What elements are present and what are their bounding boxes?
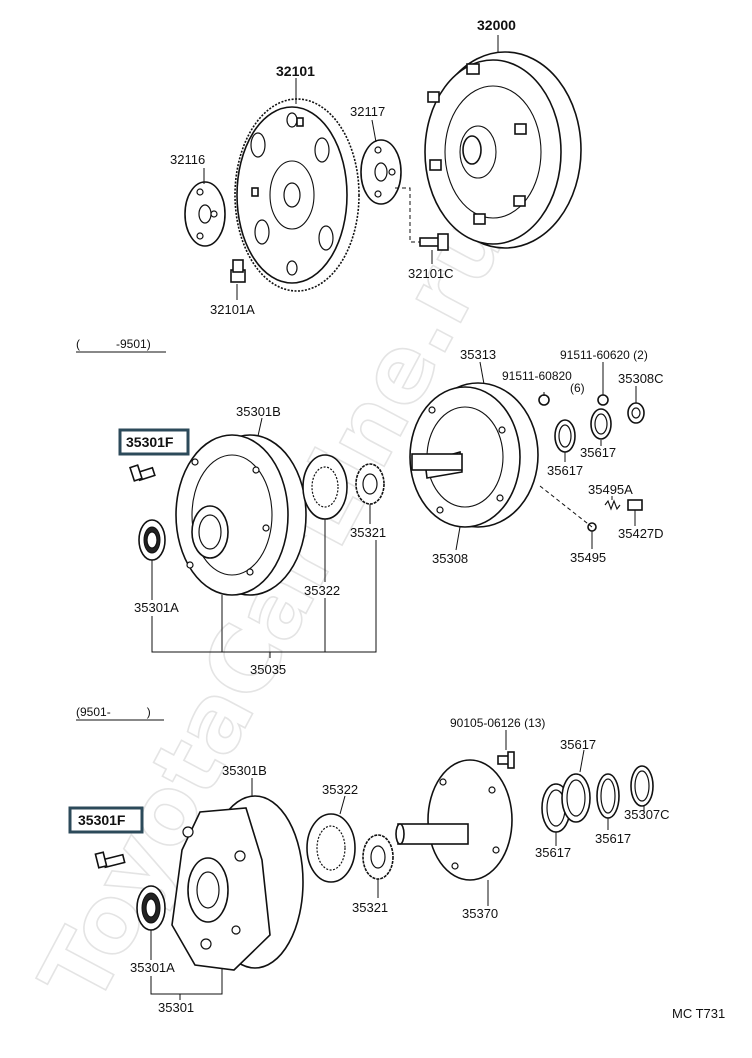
label-35308C: 35308C (618, 371, 664, 386)
label-35495A: 35495A (588, 482, 633, 497)
label-35322-bottom: 35322 (322, 782, 358, 797)
label-35427D: 35427D (618, 526, 664, 541)
label-35322-middle: 35322 (304, 583, 340, 598)
label-35321-bottom: 35321 (352, 900, 388, 915)
diagram-code: MC T731 (672, 1006, 725, 1021)
pin-35427D (627, 499, 643, 511)
label-35617-bottom-right: 35617 (595, 831, 631, 846)
label-35301: 35301 (158, 1000, 194, 1015)
driven-gear-35322-bottom (306, 813, 356, 883)
label-91511-60620: 91511-60620 (2) (560, 348, 648, 362)
label-35495: 35495 (570, 550, 606, 565)
date-range-middle: ( -9501) (76, 337, 151, 351)
label-35370: 35370 (462, 906, 498, 921)
seal-35301A-middle (138, 519, 166, 561)
bolt-35301F-middle (129, 464, 156, 482)
label-32101C: 32101C (408, 266, 454, 281)
seal-ring-35617-b (590, 408, 612, 440)
seal-ring-35617-bottom-b (561, 773, 591, 823)
label-32101: 32101 (276, 63, 315, 79)
driven-gear-35322-middle (302, 454, 348, 520)
label-35301F-bottom: 35301F (78, 812, 126, 828)
label-35617-bottom-top: 35617 (560, 737, 596, 752)
stator-shaft-35370 (395, 759, 513, 881)
label-35301A-bottom: 35301A (130, 960, 175, 975)
label-35617-bottom-left: 35617 (535, 845, 571, 860)
highlight-35301F-bottom (68, 806, 144, 834)
pump-body-35301B-middle (175, 434, 307, 596)
bolt-mark-91511-60620 (597, 394, 609, 406)
label-35617-middle-b: 35617 (580, 445, 616, 460)
label-35301F-middle: 35301F (126, 434, 174, 450)
drive-plate-32101 (234, 98, 360, 292)
label-32116: 32116 (170, 152, 205, 167)
label-35035: 35035 (250, 662, 286, 677)
pump-body-35301B-bottom (171, 795, 304, 971)
drive-gear-35321-middle (355, 463, 385, 505)
label-91511-60820: 91511-60820 (502, 369, 572, 383)
label-35301A-middle: 35301A (134, 600, 179, 615)
spacer-32117 (360, 139, 402, 205)
label-32000: 32000 (477, 17, 516, 33)
drive-gear-35321-bottom (362, 834, 394, 880)
label-35307C: 35307C (624, 807, 670, 822)
spring-35495A (604, 499, 621, 511)
bolt-35301F-bottom (94, 851, 126, 869)
label-35301B-middle: 35301B (236, 404, 281, 419)
stator-shaft-35308 (409, 382, 539, 528)
seal-35301A-bottom (136, 885, 166, 931)
seal-ring-35617-bottom-c (596, 773, 620, 819)
bolt-90105-06126 (497, 751, 515, 769)
seal-ring-35617-a (554, 419, 576, 453)
label-90105-06126: 90105-06126 (13) (450, 716, 545, 730)
label-35301B-bottom: 35301B (222, 763, 267, 778)
bolt-32101A (230, 259, 246, 283)
label-35313: 35313 (460, 347, 496, 362)
label-35617-middle-a: 35617 (547, 463, 583, 478)
label-35321-middle: 35321 (350, 525, 386, 540)
bolt-mark-91511-60820 (538, 394, 550, 406)
torque-converter-32000 (424, 51, 582, 249)
label-32101A: 32101A (210, 302, 255, 317)
bushing-35308C (627, 402, 645, 424)
label-32117: 32117 (350, 104, 385, 119)
seal-ring-35307C (630, 765, 654, 807)
date-range-bottom: (9501- ) (76, 705, 151, 719)
spacer-32116 (184, 181, 226, 247)
highlight-35301F-middle (118, 428, 190, 456)
label-91511-60820-qty: (6) (570, 381, 585, 395)
label-35308: 35308 (432, 551, 468, 566)
